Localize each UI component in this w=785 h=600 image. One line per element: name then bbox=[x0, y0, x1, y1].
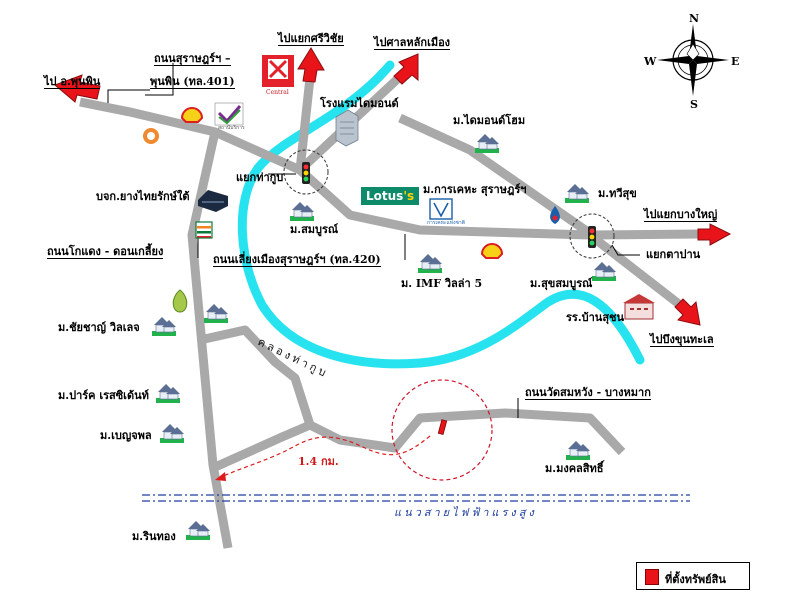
property-radius-circle bbox=[391, 379, 493, 481]
label-suk-sombun: ม.สุขสมบูรณ์ bbox=[530, 277, 593, 290]
label-chaichan-village: ม.ชัยชาญ์ วิลเลจ bbox=[58, 321, 140, 334]
village-house-icon bbox=[565, 184, 589, 203]
village-house-icon bbox=[290, 202, 314, 221]
village-house-icon bbox=[156, 384, 180, 403]
cafe-amazon-icon bbox=[143, 128, 159, 144]
leader-line bbox=[145, 63, 174, 96]
label-to-phunphin: ไป อ.พุนพิน bbox=[44, 75, 101, 89]
compass-n: N bbox=[689, 12, 700, 25]
ptt-icon bbox=[550, 206, 560, 224]
label-mongkhon: ม.มงคลสิทธิ์ bbox=[545, 462, 604, 475]
label-housing-authority: ม.การเคหะ สุราษฎร์ฯ bbox=[423, 183, 527, 196]
label-wat-somwang-road: ถนนวัดสมหวัง - บางหมาก bbox=[525, 386, 651, 400]
compass-w: W bbox=[644, 55, 657, 68]
label-bypass-420: ถนนเลี่ยงเมืองสุราษฎร์ฯ (ทล.420) bbox=[213, 253, 381, 267]
housing-authority-logo bbox=[429, 198, 453, 220]
traffic-light-icon bbox=[588, 226, 596, 248]
pttor-logo-text: สถานีบริการ bbox=[218, 125, 245, 131]
canal-tha-kup bbox=[237, 60, 645, 369]
label-diamond-home: ม.ไดมอนด์โฮม bbox=[453, 114, 526, 127]
road-bypass-420 bbox=[296, 166, 701, 240]
compass-s: S bbox=[690, 98, 698, 111]
road-wat-somwang bbox=[307, 408, 626, 456]
lotus-logo-mark: 's bbox=[403, 189, 415, 203]
label-rubber-company: บจก.ยางไทยรักษ์ใต้ bbox=[96, 190, 190, 203]
road-surat-phunphin bbox=[79, 97, 302, 175]
legend-box: ที่ตั้งทรัพย์สิน bbox=[636, 562, 750, 590]
road-to-srivichai bbox=[295, 77, 315, 171]
property-marker bbox=[437, 419, 448, 436]
arrow-to-lak-mueang bbox=[393, 53, 419, 85]
pttor-logo bbox=[214, 102, 244, 126]
central-logo-text: Central bbox=[266, 89, 289, 96]
compass-e: E bbox=[731, 55, 740, 68]
label-rinthong: ม.รินทอง bbox=[132, 530, 176, 543]
label-hotel: โรงแรมไดมอนด์ bbox=[320, 97, 399, 110]
label-to-bueng-khun-thale: ไปบึงขุนทะเล bbox=[650, 333, 714, 347]
road-soi-1 bbox=[199, 325, 315, 473]
road-diamond-home bbox=[398, 113, 591, 236]
school-building-icon bbox=[623, 294, 655, 320]
village-house-icon bbox=[418, 254, 442, 273]
traffic-light-icon bbox=[302, 162, 310, 184]
label-to-srivichai: ไปแยกศรีวิชัย bbox=[278, 32, 344, 46]
leader-line bbox=[611, 244, 640, 256]
arrow-to-bang-yai bbox=[697, 223, 732, 246]
label-tawisuk: ม.ทวีสุข bbox=[598, 187, 637, 200]
leader-line bbox=[107, 89, 150, 103]
central-logo bbox=[262, 55, 294, 87]
factory-icon bbox=[198, 190, 228, 212]
road-to-bueng-khun-thale bbox=[587, 231, 687, 312]
bangchak-icon bbox=[172, 289, 188, 313]
village-house-icon bbox=[186, 521, 210, 540]
village-house-icon bbox=[160, 424, 184, 443]
lotus-logo: Lotus's bbox=[361, 187, 420, 205]
label-to-lak-mueang: ไปศาลหลักเมือง bbox=[374, 36, 451, 50]
label-imf-villa: ม. IMF วิลล่า 5 bbox=[401, 277, 483, 290]
label-powerline: แนวสายไฟฟ้าแรงสูง bbox=[394, 506, 537, 519]
legend-property-label: ที่ตั้งทรัพย์สิน bbox=[665, 573, 726, 586]
label-khokdaeng: ถนนโกแดง - ดอนเกลี้ยง bbox=[47, 245, 164, 259]
label-sombun-1: ม.สมบูรณ์ bbox=[290, 223, 339, 236]
junction-circle-tha-kup bbox=[283, 149, 329, 195]
arrow-to-srivichai bbox=[297, 47, 325, 83]
village-house-icon bbox=[204, 304, 228, 323]
label-junction-tha-kup: แยกท่ากูบ bbox=[236, 171, 284, 184]
seven-eleven-icon bbox=[195, 221, 213, 239]
distance-arrowhead bbox=[215, 472, 226, 481]
shell-icon bbox=[480, 243, 504, 259]
legend-property-swatch bbox=[645, 569, 659, 585]
village-house-icon bbox=[566, 441, 590, 460]
village-house-icon bbox=[475, 134, 499, 153]
shell-icon bbox=[180, 107, 204, 123]
arrow-to-bueng-khun-thale bbox=[674, 298, 701, 326]
village-house-icon bbox=[592, 262, 616, 281]
label-distance: 1.4 กม. bbox=[298, 455, 339, 468]
label-park-residence: ม.ปาร์ค เรสซิเด้นท์ bbox=[58, 389, 149, 402]
hotel-building-icon bbox=[335, 109, 359, 147]
village-house-icon bbox=[152, 317, 176, 336]
label-junction-kha-pan: แยกตาปาน bbox=[646, 248, 701, 261]
label-surat-phunphin-1: ถนนสุราษฎร์ฯ – bbox=[154, 52, 231, 66]
junction-circle-kha-pan bbox=[569, 213, 615, 259]
label-to-bang-yai: ไปแยกบางใหญ่ bbox=[644, 208, 718, 222]
label-school: รร.บ้านสุชน bbox=[566, 311, 625, 324]
label-benchaphon: ม.เบญจพล bbox=[100, 429, 152, 442]
housing-authority-logo-text: การเคหะแห่งชาติ bbox=[427, 220, 465, 226]
label-surat-phunphin-2: พุนพิน (ทล.401) bbox=[150, 75, 235, 89]
distance-route bbox=[218, 435, 431, 479]
compass-rose-icon bbox=[657, 24, 729, 96]
